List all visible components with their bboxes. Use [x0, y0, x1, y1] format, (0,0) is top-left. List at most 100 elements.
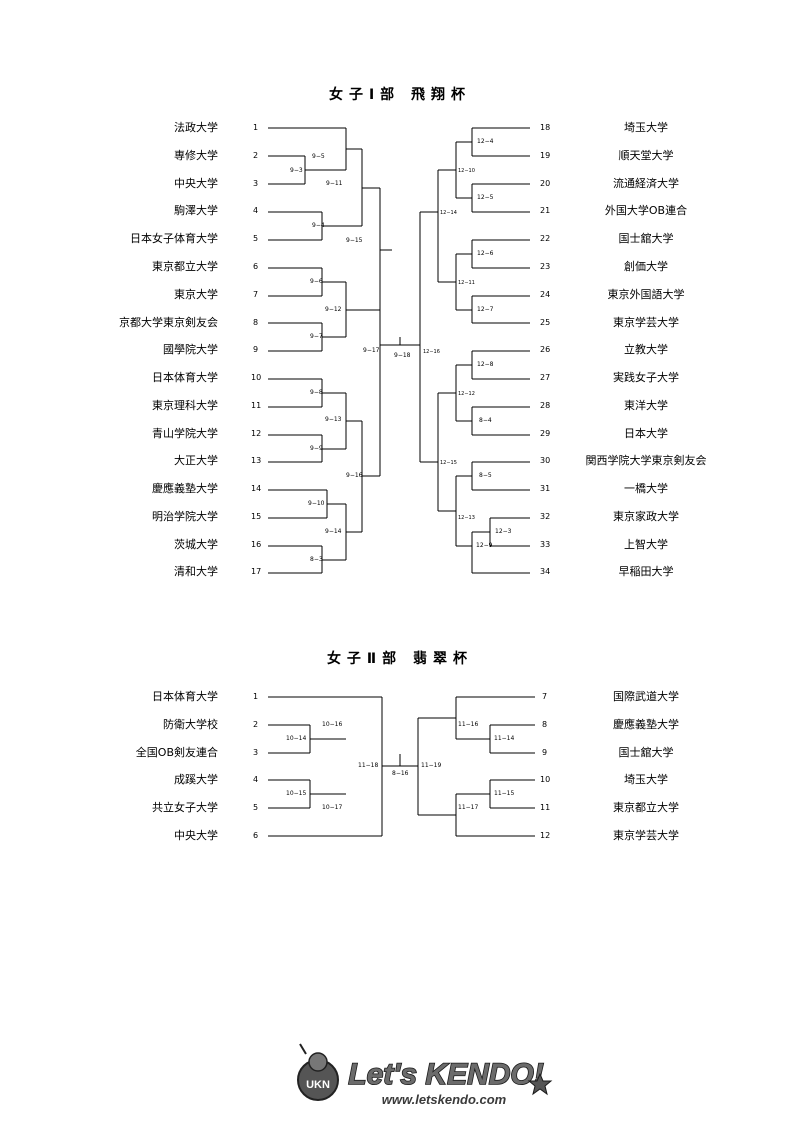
match-label: 12−7 — [477, 306, 494, 313]
seed-number: 5 — [253, 234, 259, 243]
team-name: 成蹊大学 — [174, 773, 218, 786]
team-name: 慶應義塾大学 — [613, 718, 679, 731]
seed-number: 29 — [540, 429, 551, 438]
seed-number: 30 — [540, 456, 551, 465]
seed-number: 2 — [253, 151, 259, 160]
team-name: 一橋大学 — [624, 482, 668, 495]
match-label: 12−15 — [440, 460, 457, 466]
seed-number: 24 — [540, 290, 551, 299]
team-name: 国士舘大学 — [618, 746, 674, 759]
seed-number: 31 — [540, 484, 551, 493]
team-name: 日本大学 — [624, 427, 668, 440]
team-name: 東京大学 — [174, 288, 218, 301]
match-label: 11−15 — [494, 790, 515, 797]
seed-number: 9 — [253, 345, 259, 354]
match-label: 9−10 — [308, 500, 325, 507]
match-label: 12−3 — [495, 528, 512, 535]
seed-number: 33 — [540, 540, 551, 549]
match-label: 10−14 — [286, 735, 307, 742]
team-name: 立教大学 — [624, 343, 668, 356]
team-name: 国士舘大学 — [618, 232, 674, 245]
seed-number: 10 — [540, 775, 551, 784]
match-label: 11−18 — [358, 762, 379, 769]
match-label: 12−16 — [423, 349, 440, 355]
match-label: 12−9 — [476, 542, 493, 549]
match-label: 10−17 — [322, 804, 343, 811]
match-label: 9−8 — [310, 389, 323, 396]
match-label: 12−5 — [477, 194, 494, 201]
team-name: 明治学院大学 — [152, 510, 218, 523]
match-label: 9−3 — [290, 167, 303, 174]
team-name: 東洋大学 — [624, 399, 668, 412]
division2-title: 女子Ⅱ部 翡翠杯 — [326, 651, 474, 667]
seed-number: 2 — [253, 720, 259, 729]
seed-number: 15 — [251, 512, 262, 521]
seed-number: 21 — [540, 206, 551, 215]
seed-number: 1 — [253, 123, 259, 132]
lets-kendo-logo: UKN Let's KENDO! www.letskendo.com — [296, 1038, 556, 1118]
match-label: 12−8 — [477, 361, 494, 368]
seed-number: 5 — [253, 803, 259, 812]
seed-number: 6 — [253, 262, 259, 271]
division1-title: 女子Ⅰ部 飛翔杯 — [328, 87, 472, 103]
team-name: 共立女子大学 — [152, 801, 218, 814]
seed-number: 23 — [540, 262, 551, 271]
match-label: 8−5 — [479, 472, 492, 479]
seed-number: 9 — [542, 748, 548, 757]
match-label: 12−6 — [477, 250, 494, 257]
match-label: 9−17 — [363, 347, 380, 354]
seed-number: 17 — [251, 567, 262, 576]
seed-number: 22 — [540, 234, 551, 243]
match-label: 11−19 — [421, 762, 442, 769]
team-name: 京都大学東京剣友会 — [119, 316, 218, 329]
match-label: 9−9 — [310, 445, 323, 452]
match-label: 9−5 — [312, 153, 325, 160]
match-label: 9−12 — [325, 306, 342, 313]
match-label: 12−11 — [458, 280, 475, 286]
match-label: 9−6 — [310, 278, 323, 285]
seed-number: 11 — [251, 401, 262, 410]
seed-number: 8 — [253, 318, 259, 327]
team-name: 法政大学 — [174, 121, 218, 134]
team-name: 東京理科大学 — [152, 399, 218, 412]
seed-number: 32 — [540, 512, 551, 521]
team-name: 青山学院大学 — [152, 427, 218, 440]
team-name: 上智大学 — [624, 538, 668, 551]
team-name: 日本体育大学 — [152, 690, 218, 703]
match-label: 9−18 — [394, 352, 411, 359]
logo-graphic: UKN Let's KENDO! www.letskendo.com — [297, 1043, 553, 1107]
match-label: 9−7 — [310, 333, 323, 340]
seed-number: 7 — [253, 290, 259, 299]
seed-number: 18 — [540, 123, 551, 132]
seed-number: 26 — [540, 345, 551, 354]
team-name: 創価大学 — [624, 260, 668, 273]
seed-number: 19 — [540, 151, 551, 160]
match-label: 11−17 — [458, 804, 479, 811]
seed-number: 3 — [253, 179, 259, 188]
team-name: 実践女子大学 — [613, 371, 679, 384]
seed-number: 8 — [542, 720, 548, 729]
seed-number: 4 — [253, 206, 259, 215]
match-label: 9−16 — [346, 472, 363, 479]
team-name: 東京都立大学 — [152, 260, 218, 273]
seed-number: 3 — [253, 748, 259, 757]
seed-number: 28 — [540, 401, 551, 410]
team-name: 埼玉大学 — [624, 121, 668, 134]
team-name: 東京外国語大学 — [607, 288, 685, 301]
match-label: 12−4 — [477, 138, 494, 145]
match-label: 9−13 — [325, 416, 342, 423]
match-label: 11−14 — [494, 735, 515, 742]
seed-number: 25 — [540, 318, 551, 327]
seed-number: 10 — [251, 373, 262, 382]
seed-number: 13 — [251, 456, 262, 465]
team-name: 國學院大学 — [163, 343, 218, 356]
match-label: 8−3 — [310, 556, 323, 563]
team-name: 東京都立大学 — [613, 801, 679, 814]
team-name: 清和大学 — [174, 565, 218, 578]
logo-url: www.letskendo.com — [382, 1092, 507, 1107]
seed-number: 6 — [253, 831, 259, 840]
team-name: 駒澤大学 — [174, 204, 218, 217]
team-name: 慶應義塾大学 — [152, 482, 218, 495]
match-label: 9−4 — [312, 222, 325, 229]
